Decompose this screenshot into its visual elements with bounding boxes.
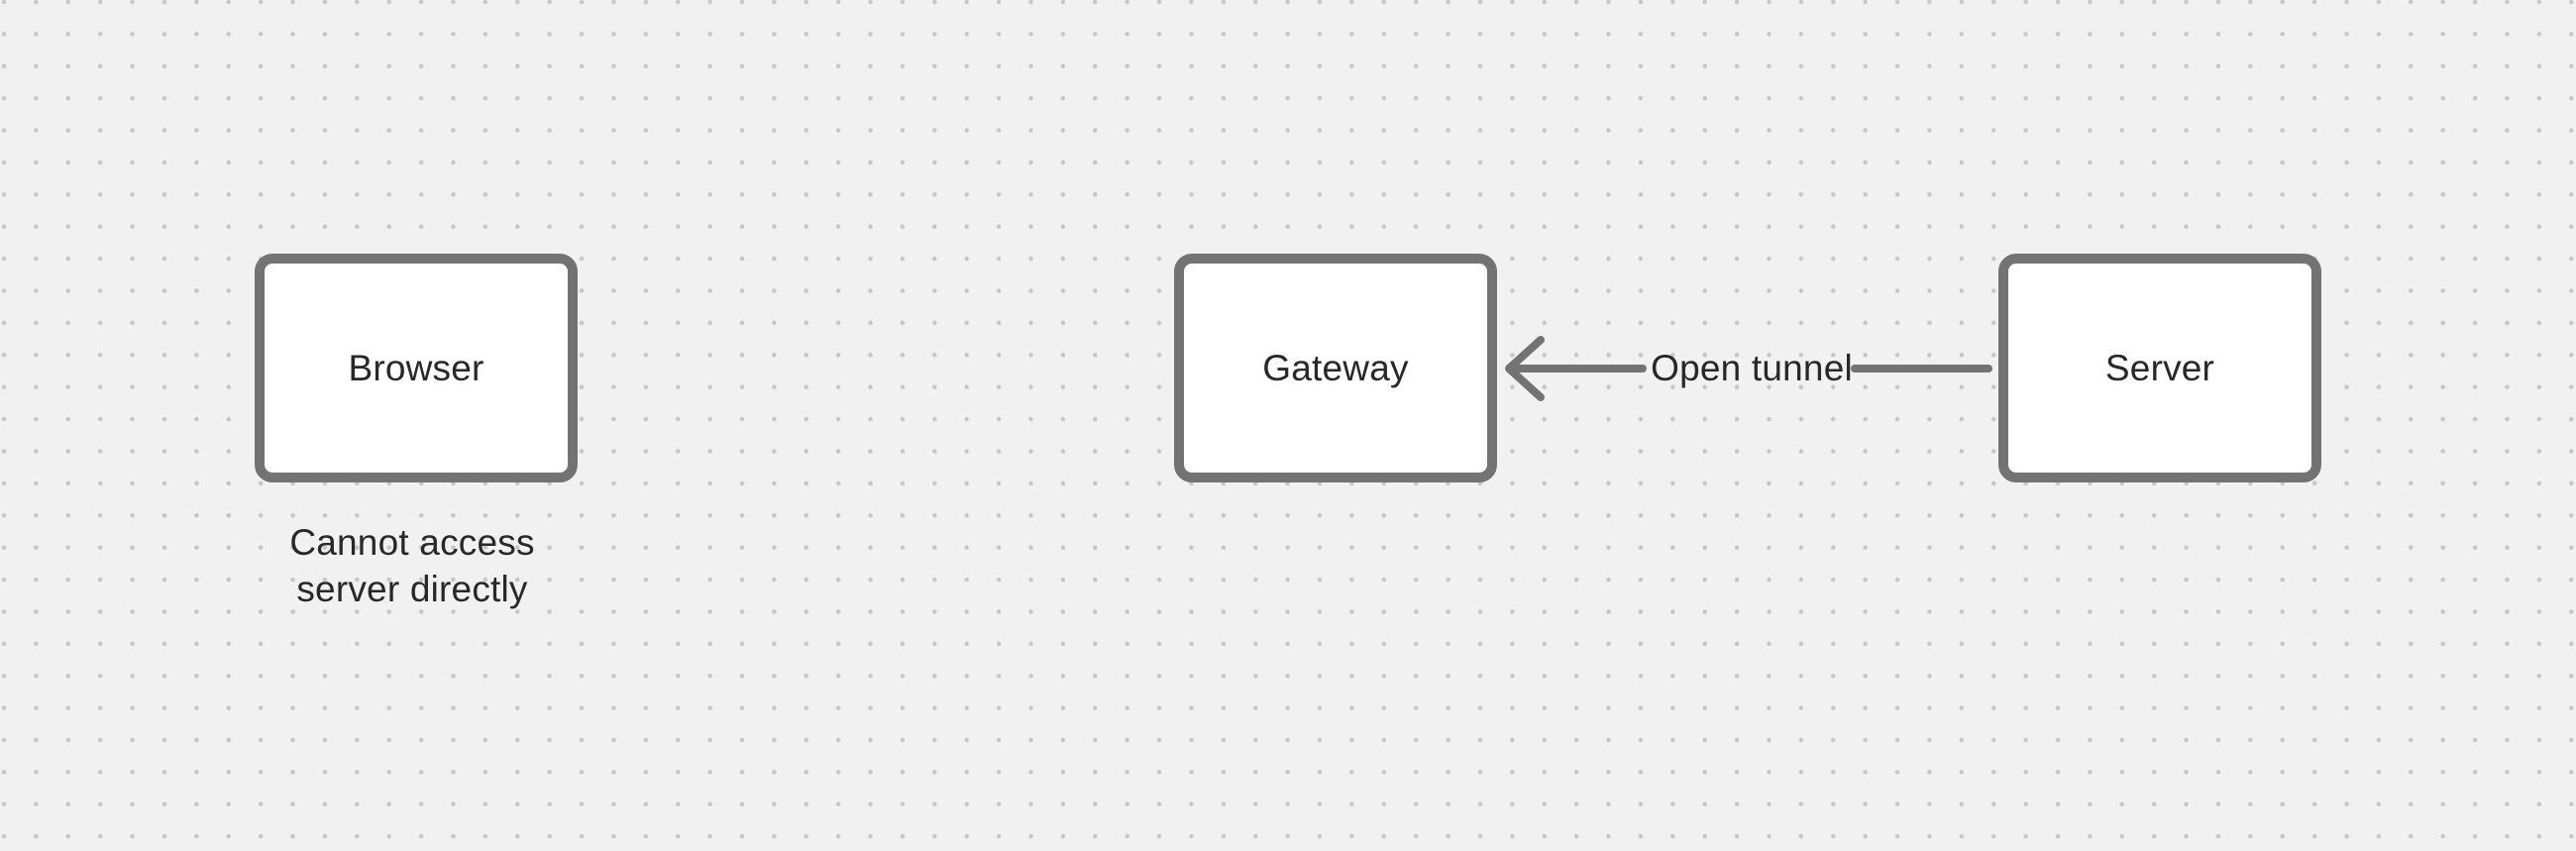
node-server-label: Server [2104, 347, 2215, 388]
edge-server-to-gateway[interactable] [1505, 336, 1992, 401]
node-browser-label: Browser [348, 347, 484, 388]
node-server[interactable]: Server [1998, 254, 2321, 482]
node-gateway[interactable]: Gateway [1174, 254, 1497, 482]
node-browser[interactable]: Browser [255, 254, 578, 482]
caption-browser[interactable]: Cannot access server directly [289, 522, 535, 609]
arrowhead-icon[interactable] [1505, 336, 1545, 401]
edge-label-open-tunnel[interactable]: Open tunnel [1651, 348, 1853, 388]
node-gateway-label: Gateway [1262, 347, 1409, 388]
